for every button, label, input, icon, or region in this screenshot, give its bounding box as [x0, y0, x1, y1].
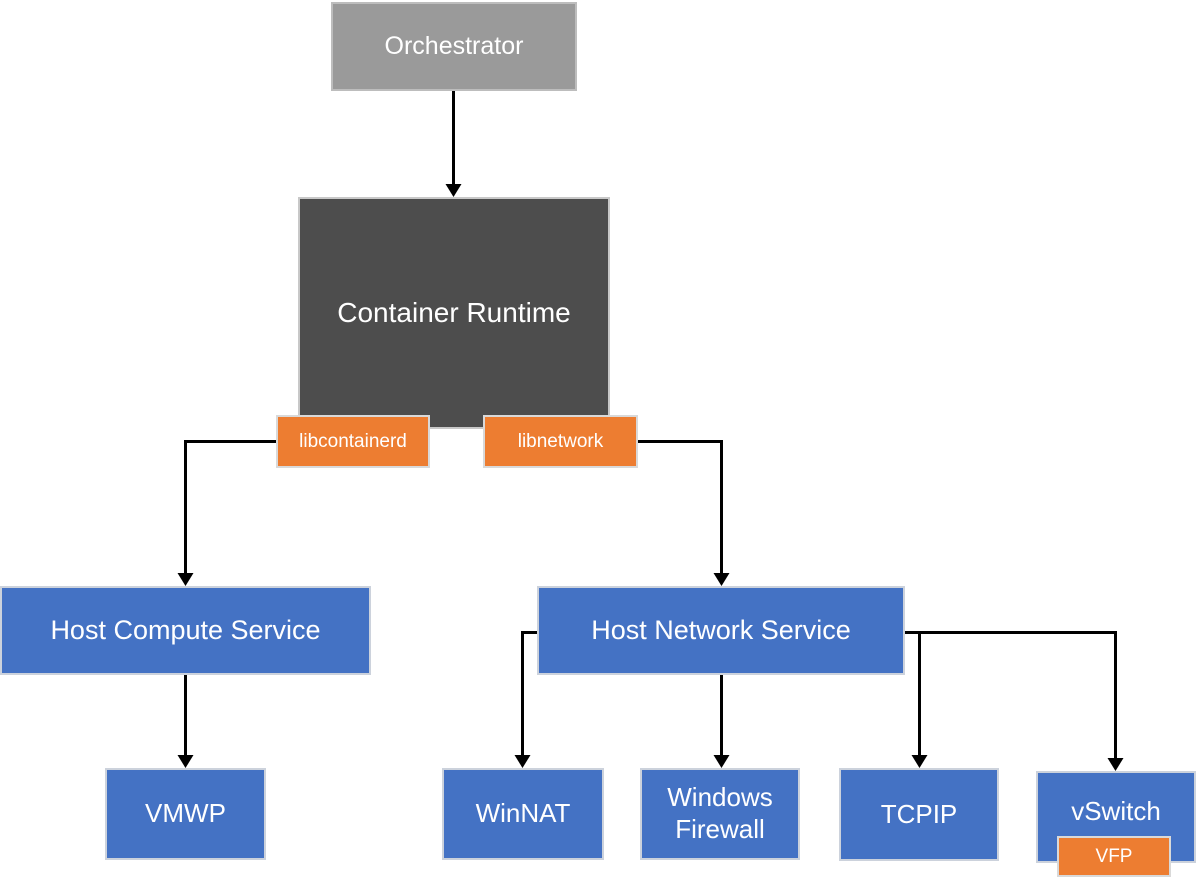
- node-windows-firewall: Windows Firewall: [640, 768, 800, 860]
- node-orchestrator: Orchestrator: [331, 2, 577, 91]
- node-host-compute-service: Host Compute Service: [0, 586, 371, 675]
- edge-libcontainerd-to-host-compute-service: [177, 440, 276, 586]
- edge-host-network-service-to-winnat: [514, 631, 537, 768]
- node-vfp: VFP: [1057, 836, 1171, 877]
- node-libnetwork: libnetwork: [483, 415, 638, 468]
- edge-orchestrator-to-container-runtime: [445, 91, 462, 197]
- node-winnat: WinNAT: [442, 768, 604, 860]
- node-vmwp: VMWP: [105, 768, 266, 860]
- node-container-runtime: Container Runtime: [298, 197, 610, 429]
- edge-host-network-service-to-vswitch: [905, 631, 1124, 771]
- edge-host-compute-service-to-vmwp: [177, 675, 194, 768]
- edge-libnetwork-to-host-network-service: [638, 440, 730, 586]
- node-tcpip: TCPIP: [839, 768, 999, 861]
- edge-host-network-service-to-tcpip: [905, 631, 928, 768]
- node-host-network-service: Host Network Service: [537, 586, 905, 675]
- edge-host-network-service-to-windows-firewall: [713, 675, 730, 768]
- node-libcontainerd: libcontainerd: [276, 415, 430, 468]
